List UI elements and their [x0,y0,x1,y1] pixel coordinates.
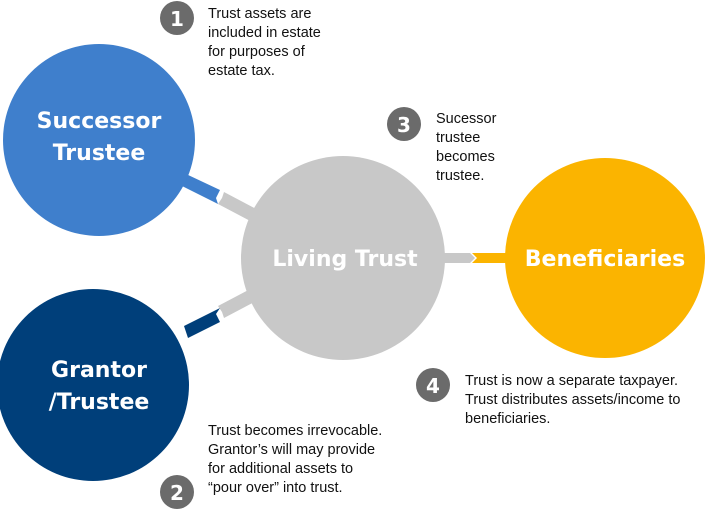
step-4-text: Trust is now a separate taxpayer. Trust … [465,373,681,427]
step-3-badge [387,107,421,141]
step-3-text: Sucessor trustee becomes trustee. [436,111,497,184]
grantor-label-line1: Grantor [51,358,147,383]
beneficiaries-label: Beneficiaries [525,247,685,272]
successor-trustee-circle [3,44,195,236]
step-1-text: Trust assets are included in estate for … [208,6,321,79]
step-2-number: 2 [170,481,184,505]
connector-trust-to-beneficiaries [440,253,515,263]
living-trust-label: Living Trust [272,247,418,272]
grantor-label-line2: /Trustee [49,390,150,415]
beneficiaries-circle [505,158,705,358]
step-4-badge [416,368,450,402]
successor-label-line1: Successor [37,109,162,134]
step-4-number: 4 [426,374,440,398]
living-trust-circle [241,156,445,360]
step-1-number: 1 [170,7,184,31]
step-2-badge [160,475,194,509]
step-2-text: Trust becomes irrevocable. Grantor’s wil… [208,423,383,496]
grantor-trustee-circle [0,289,189,481]
step-3-number: 3 [397,113,411,137]
step-1-badge [160,1,194,35]
successor-label-line2: Trustee [53,141,146,166]
